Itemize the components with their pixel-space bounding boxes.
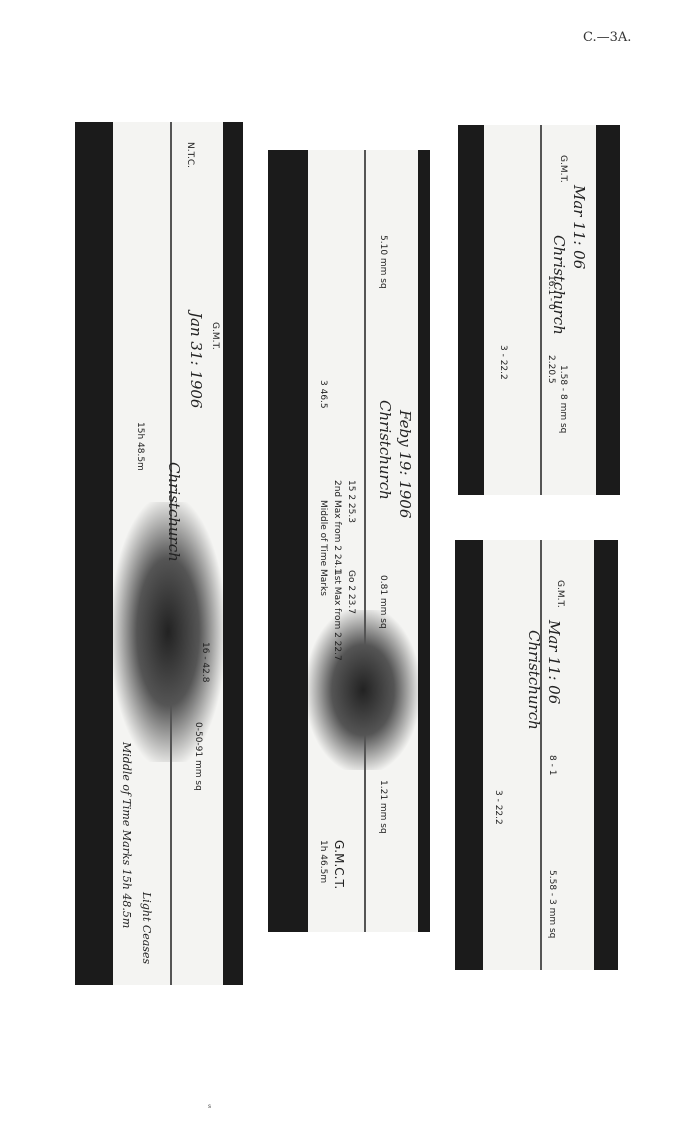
timezone: G.M.T. bbox=[210, 322, 220, 350]
label: N.T.C. bbox=[185, 142, 195, 169]
label: Middle of Time Marks 15h 48.5m bbox=[120, 742, 133, 929]
label: 1st Max from 2 22.7 bbox=[332, 570, 342, 661]
label: 1.58 - 8 mm sq bbox=[558, 365, 568, 434]
label: 5.58 - 3 mm sq bbox=[547, 870, 557, 939]
record-title: Christchurch bbox=[376, 400, 394, 500]
timezone: G.M.T. bbox=[558, 155, 568, 183]
label: 0.81 mm sq bbox=[378, 575, 388, 629]
seismogram-feb-19: 3 46.5 Middle of Time Marks 2nd Max from… bbox=[268, 150, 430, 932]
label: 2nd Max from 2 24.1 bbox=[332, 480, 342, 574]
label: 15 2 25.3 bbox=[346, 480, 356, 523]
label: 5.10 mm sq bbox=[378, 235, 388, 289]
timezone: G.M.C.T. bbox=[332, 840, 346, 890]
label: Light Ceases bbox=[140, 892, 153, 965]
label: 0-50-91 mm sq bbox=[193, 722, 203, 791]
record-title: Christchurch bbox=[525, 630, 543, 730]
record-date: Mar 11: 06 bbox=[545, 620, 563, 705]
label: 15h 48.5m bbox=[135, 422, 145, 471]
label: 3 46.5 bbox=[318, 380, 328, 409]
record-title: Christchurch bbox=[165, 462, 183, 562]
label: 1.21 mm sq bbox=[378, 780, 388, 834]
timezone: G.M.T. bbox=[555, 580, 565, 608]
page-reference: C.—3A. bbox=[583, 30, 632, 45]
label: Middle of Time Marks bbox=[318, 500, 328, 596]
label: 3 - 22.2 bbox=[493, 790, 503, 825]
footer-mark: s bbox=[208, 1103, 212, 1110]
record-title: Jan 31: 1906 bbox=[187, 312, 205, 409]
label: Go 2 23.7 bbox=[346, 570, 356, 614]
seismogram-jan-31: N.T.C. Jan 31: 1906 Christchurch G.M.T. … bbox=[75, 122, 243, 985]
record-date: Mar 11: 06 bbox=[570, 185, 588, 270]
label: 2.20.5 bbox=[546, 355, 556, 384]
label: 1h 46.5m bbox=[318, 840, 328, 884]
label: 16 - 42.8 bbox=[200, 642, 210, 683]
seismogram-mar-11-a: G.M.T. Christchurch Mar 11: 06 16.1 - 0 … bbox=[458, 125, 620, 495]
record-date: Feby 19: 1906 bbox=[396, 410, 414, 519]
label: 3 - 22.2 bbox=[498, 345, 508, 380]
label: 8 - 1 bbox=[547, 755, 557, 776]
record-title: Christchurch bbox=[550, 235, 568, 335]
label: 16.1 - 0 bbox=[546, 275, 556, 310]
seismogram-mar-11-b: G.M.T. Christchurch Mar 11: 06 3 - 22.2 … bbox=[455, 540, 618, 970]
